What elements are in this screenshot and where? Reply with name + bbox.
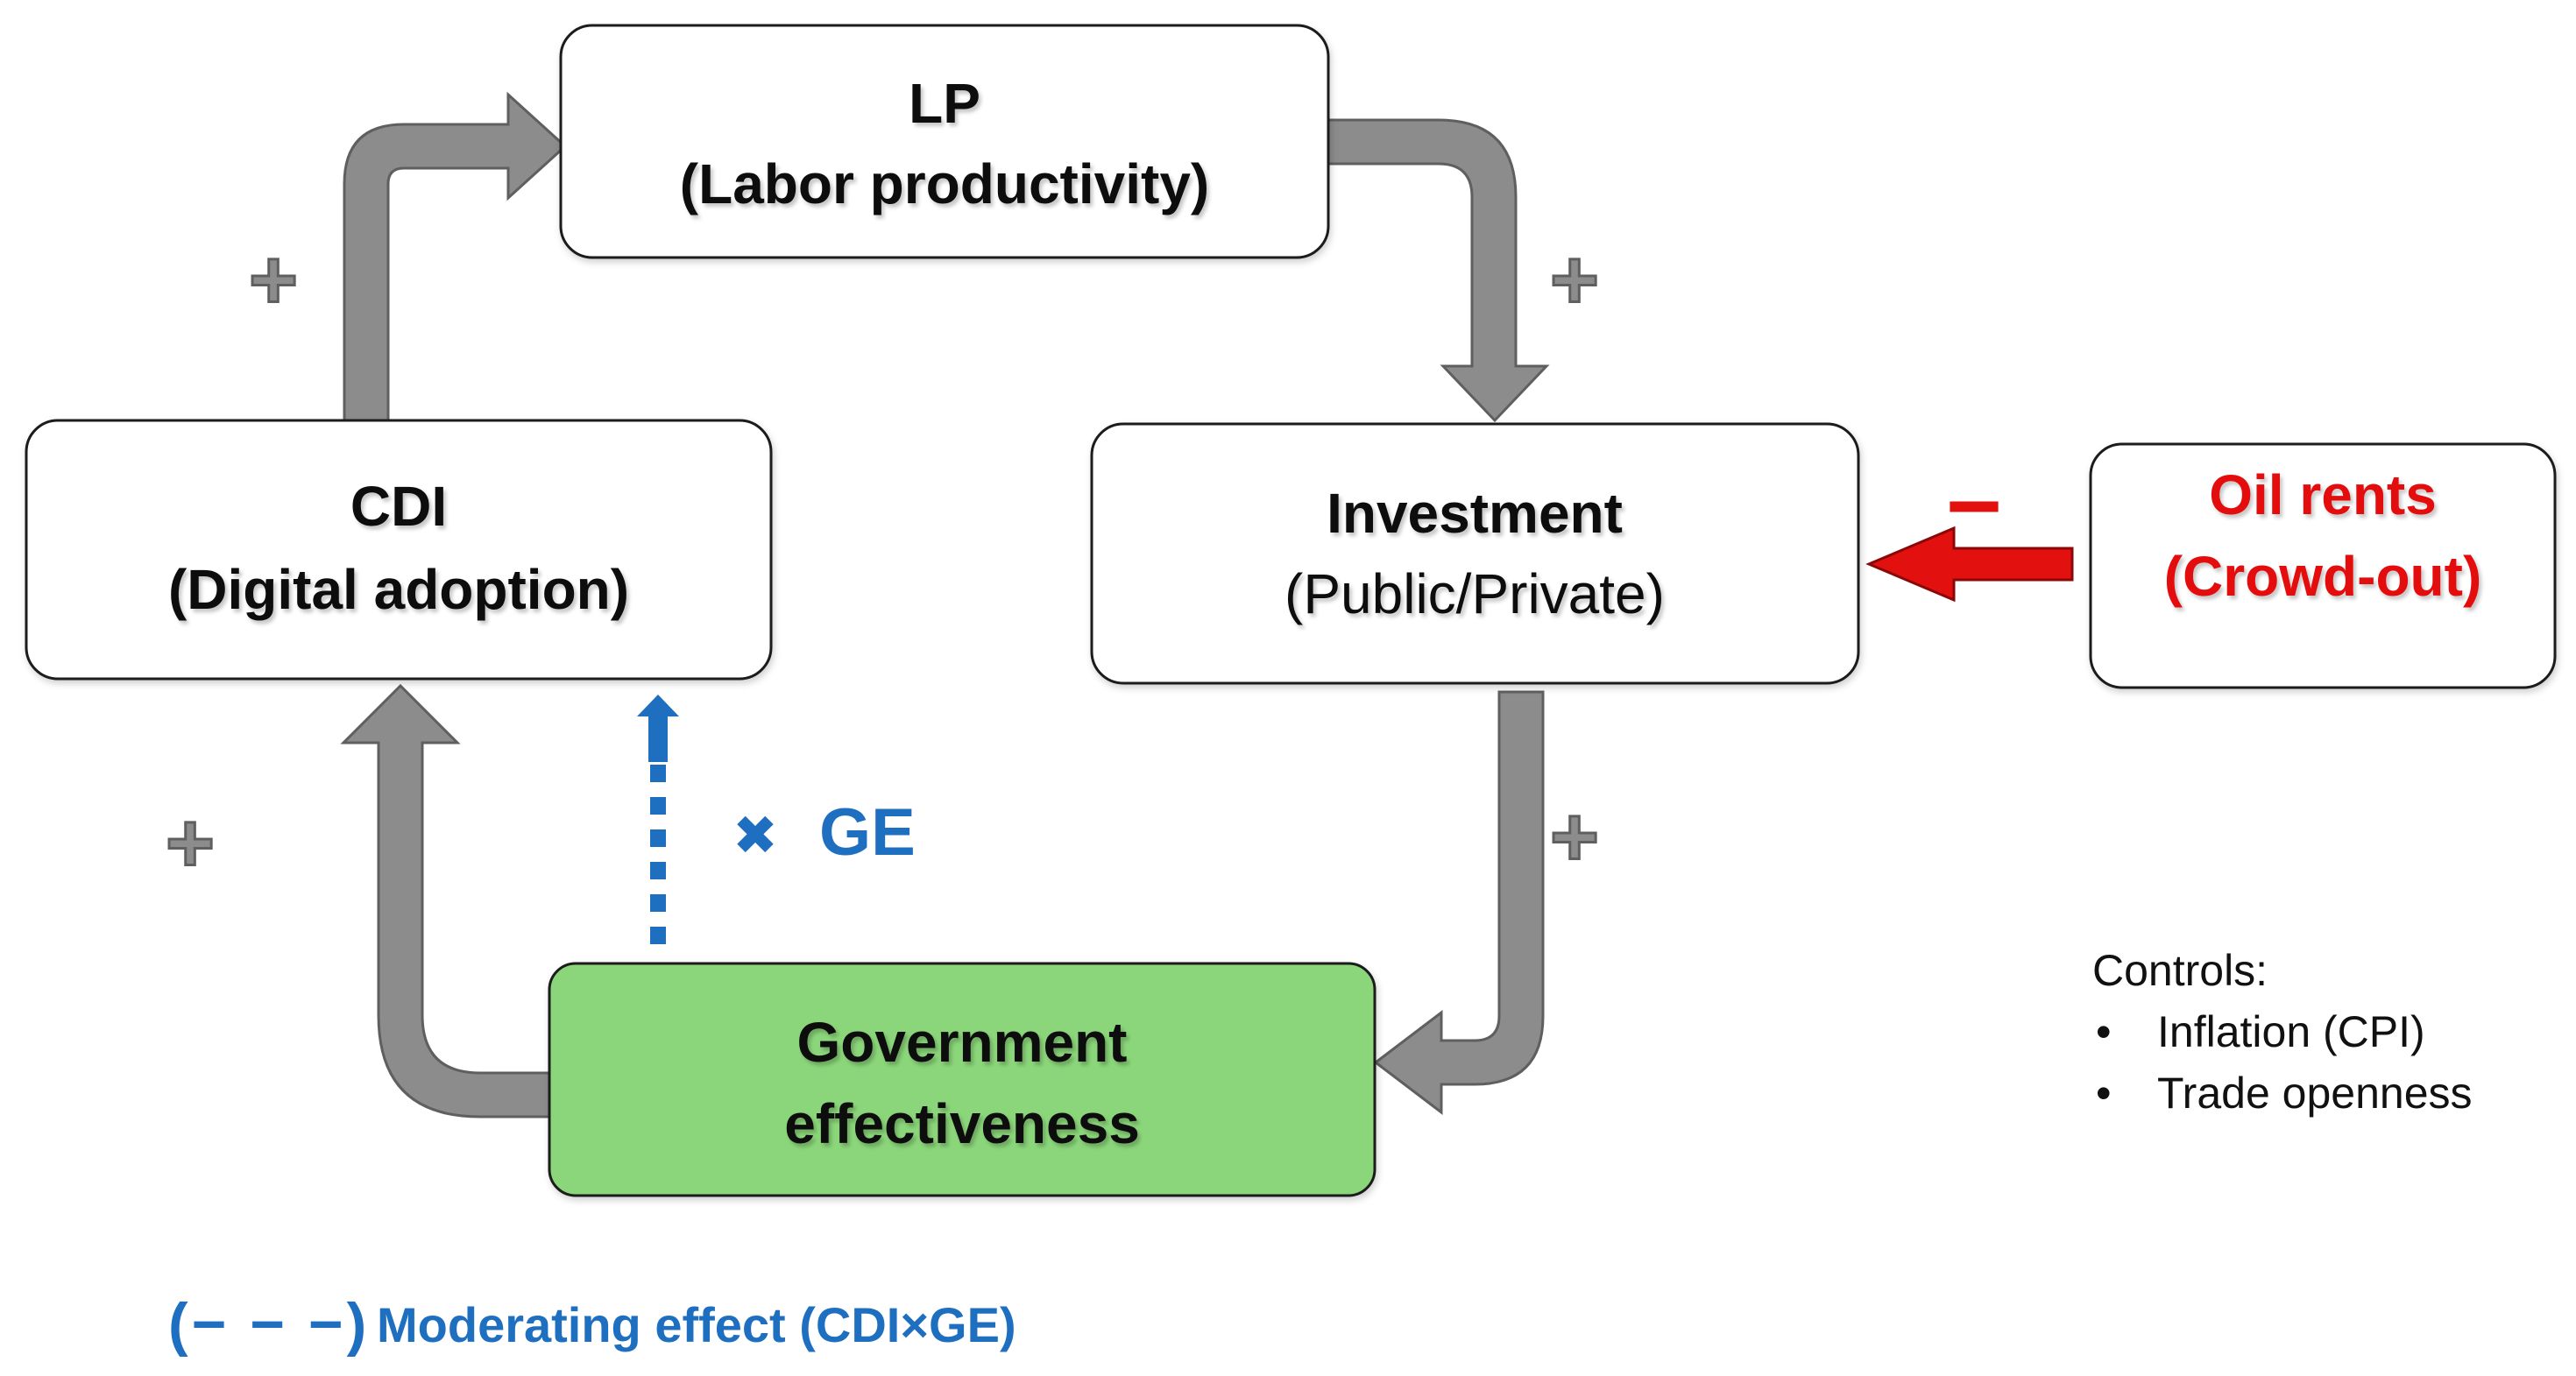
sign-investment-to-government: + bbox=[1550, 790, 1599, 884]
node-government-subtitle: effectiveness bbox=[784, 1092, 1140, 1155]
node-government-title: Government bbox=[797, 1011, 1128, 1074]
node-investment-title: Investment bbox=[1327, 482, 1623, 545]
node-government-box bbox=[548, 962, 1376, 1197]
controls-heading: Controls: bbox=[2092, 946, 2268, 995]
moderator-arrowhead bbox=[637, 695, 679, 762]
node-cdi-title: CDI bbox=[350, 475, 447, 538]
controls-bullet: • bbox=[2096, 1007, 2112, 1056]
moderator-label: GE bbox=[819, 795, 916, 870]
arrow-oil-to-investment bbox=[1865, 526, 2074, 603]
arrow-investment-to-government bbox=[1373, 690, 1545, 1116]
sign-oil-to-investment: − bbox=[1946, 452, 2002, 560]
controls-item-trade: Trade openness bbox=[2157, 1069, 2473, 1118]
node-oil-rents-box bbox=[2089, 442, 2557, 689]
controls-item-inflation: Inflation (CPI) bbox=[2157, 1007, 2425, 1056]
node-lp-title: LP bbox=[909, 72, 980, 135]
node-oil-rents-subtitle: (Crowd-out) bbox=[2164, 545, 2482, 608]
sign-cdi-to-lp: + bbox=[249, 233, 298, 327]
controls-bullet: • bbox=[2096, 1069, 2112, 1118]
node-lp-box bbox=[559, 24, 1330, 259]
node-cdi-box bbox=[25, 419, 773, 681]
node-cdi-subtitle: (Digital adoption) bbox=[168, 558, 629, 621]
sign-lp-to-investment: + bbox=[1550, 233, 1599, 327]
arrow-cdi-to-lp bbox=[343, 91, 568, 422]
arrow-lp-to-investment bbox=[1327, 118, 1550, 423]
legend-text: Moderating effect (CDI×GE) bbox=[377, 1297, 1016, 1352]
arrow-government-to-cdi bbox=[340, 683, 551, 1118]
node-investment-subtitle: (Public/Private) bbox=[1284, 562, 1665, 625]
node-oil-rents-title: Oil rents bbox=[2209, 463, 2437, 526]
sign-government-to-cdi: + bbox=[166, 796, 215, 890]
moderator-multiply-icon: ✖ bbox=[732, 803, 778, 867]
legend-dash-sample: (− − −) bbox=[168, 1291, 370, 1358]
node-investment-box bbox=[1090, 422, 1860, 685]
node-lp-subtitle: (Labor productivity) bbox=[680, 152, 1209, 215]
